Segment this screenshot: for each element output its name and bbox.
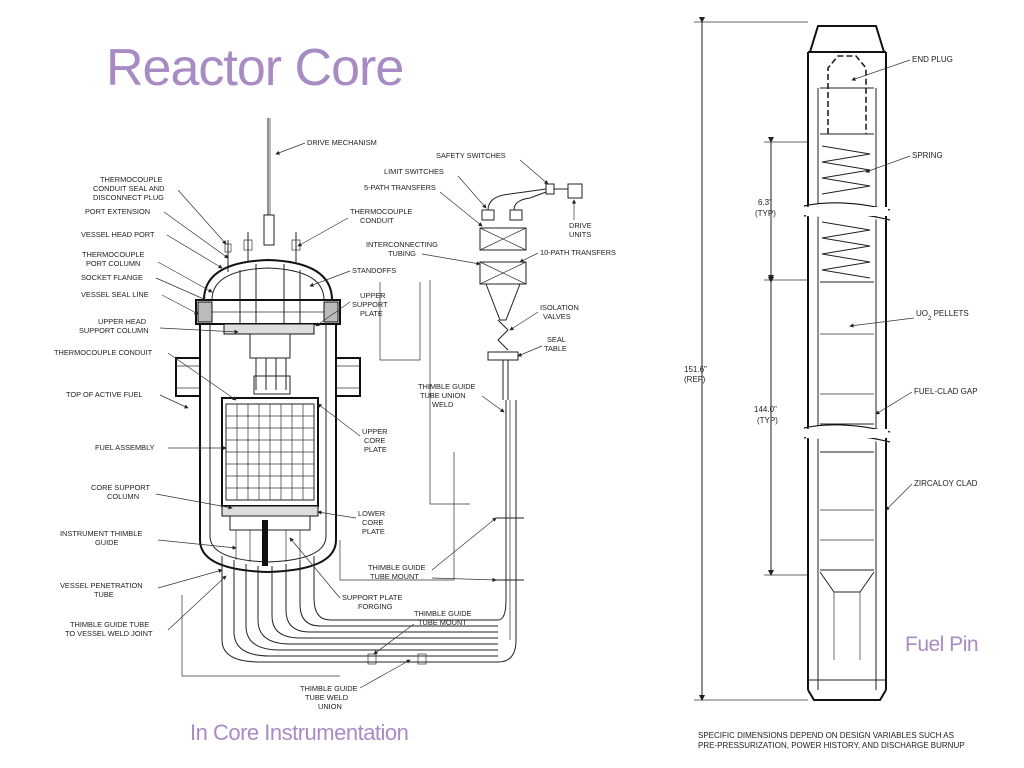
thimble-guide-tubes [221, 400, 524, 665]
label-upper-head-support-2: SUPPORT COLUMN [79, 326, 149, 335]
label-socket-flange: SOCKET FLANGE [81, 273, 143, 282]
pin-note-line-1: SPECIFIC DIMENSIONS DEPEND ON DESIGN VAR… [698, 731, 954, 740]
label-upper-core-plate-2: CORE [364, 436, 385, 445]
label-tgt-weld-union-2: TUBE WELD [305, 693, 348, 702]
label-tgt-mount-low: THIMBLE GUIDE [414, 609, 472, 618]
label-upper-support-plate: UPPER [360, 291, 385, 300]
label-tc-seal-2: CONDUIT SEAL AND [93, 184, 164, 193]
label-instrument-thimble-2: GUIDE [95, 538, 118, 547]
label-core-support-2: COLUMN [107, 492, 139, 501]
label-end-plug: END PLUG [912, 55, 953, 64]
transfer-system [479, 183, 583, 400]
label-tc-conduit-left: THERMOCOUPLE CONDUIT [54, 348, 153, 357]
label-dim-total-2: (REF) [684, 375, 706, 384]
label-seal-table: SEAL [547, 335, 566, 344]
caption-fuel-pin: Fuel Pin [905, 633, 979, 656]
label-isolation-valves-2: VALVES [543, 312, 571, 321]
label-lower-core-plate-3: PLATE [362, 527, 385, 536]
label-5-path-transfers: 5-PATH TRANSFERS [364, 183, 436, 192]
label-dim-fuel: 144.0" [754, 405, 777, 414]
label-limit-switches: LIMIT SWITCHES [384, 167, 444, 176]
label-support-plate-forging: SUPPORT PLATE [342, 593, 402, 602]
label-tc-port-column: THERMOCOUPLE [82, 250, 144, 259]
label-safety-switches: SAFETY SWITCHES [436, 151, 506, 160]
label-upper-head-support: UPPER HEAD [98, 317, 146, 326]
label-tgt-weld-union: THIMBLE GUIDE [300, 684, 358, 693]
label-drive-units: DRIVE [569, 221, 592, 230]
label-isolation-valves: ISOLATION [540, 303, 579, 312]
label-vessel-head-port: VESSEL HEAD PORT [81, 230, 155, 239]
label-spring: SPRING [912, 151, 943, 160]
label-tgt-union-weld-2: TUBE UNION [420, 391, 466, 400]
label-support-plate-forging-2: FORGING [358, 602, 393, 611]
label-drive-mechanism: DRIVE MECHANISM [307, 138, 377, 147]
label-top-active-fuel: TOP OF ACTIVE FUEL [66, 390, 143, 399]
label-upper-core-plate-3: PLATE [364, 445, 387, 454]
label-fuel-clad-gap: FUEL-CLAD GAP [914, 387, 978, 396]
label-core-support: CORE SUPPORT [91, 483, 150, 492]
caption-in-core-instrumentation: In Core Instrumentation [190, 720, 409, 745]
label-thimble-weld-2: TO VESSEL WELD JOINT [65, 629, 153, 638]
label-seal-table-2: TABLE [544, 344, 567, 353]
label-upper-support-plate-3: PLATE [360, 309, 383, 318]
label-dim-spring-2: (TYP) [755, 209, 776, 218]
slide-title: Reactor Core [106, 39, 404, 97]
label-tc-conduit-top-2: CONDUIT [360, 216, 394, 225]
label-dim-spring: 6.3" [758, 198, 772, 207]
label-fuel-assembly: FUEL ASSEMBLY [95, 443, 155, 452]
label-tc-seal-3: DISCONNECT PLUG [93, 193, 164, 202]
label-vessel-seal-line: VESSEL SEAL LINE [81, 290, 149, 299]
label-10-path-transfers: 10-PATH TRANSFERS [540, 248, 616, 257]
label-tgt-weld-union-3: UNION [318, 702, 342, 711]
label-tc-seal: THERMOCOUPLE [100, 175, 162, 184]
label-drive-units-2: UNITS [569, 230, 591, 239]
label-dim-fuel-2: (TYP) [757, 416, 778, 425]
label-lower-core-plate: LOWER [358, 509, 385, 518]
fuel-pin: END PLUG SPRING UO2 PELLETS FUEL-CLAD GA… [684, 17, 978, 750]
label-tc-port-column-2: PORT COLUMN [86, 259, 140, 268]
label-lower-core-plate-2: CORE [362, 518, 383, 527]
label-port-extension: PORT EXTENSION [85, 207, 150, 216]
label-tgt-union-weld-3: WELD [432, 400, 453, 409]
label-tgt-union-weld: THIMBLE GUIDE [418, 382, 476, 391]
label-standoffs: STANDOFFS [352, 266, 396, 275]
label-vessel-penetration-2: TUBE [94, 590, 114, 599]
label-dim-total: 151.6" [684, 365, 707, 374]
pin-note-line-2: PRE-PRESSURIZATION, POWER HISTORY, AND D… [698, 741, 965, 750]
label-tgt-mount: THIMBLE GUIDE [368, 563, 426, 572]
label-tgt-mount-low-2: TUBE MOUNT [418, 618, 467, 627]
label-thimble-weld: THIMBLE GUIDE TUBE [70, 620, 149, 629]
label-instrument-thimble: INSTRUMENT THIMBLE [60, 529, 142, 538]
label-zircaloy-clad: ZIRCALOY CLAD [914, 479, 978, 488]
fuel-assembly-grid [226, 404, 314, 500]
label-tgt-mount-2: TUBE MOUNT [370, 572, 419, 581]
label-upper-support-plate-2: SUPPORT [352, 300, 388, 309]
label-uo2-pellets: UO2 PELLETS [916, 309, 969, 322]
label-vessel-penetration: VESSEL PENETRATION [60, 581, 143, 590]
core-labels: DRIVE MECHANISM THERMOCOUPLE CONDUIT SEA… [54, 138, 616, 711]
label-interconnecting-tubing-2: TUBING [388, 249, 416, 258]
label-upper-core-plate: UPPER [362, 427, 387, 436]
label-tc-conduit-top: THERMOCOUPLE [350, 207, 412, 216]
label-interconnecting-tubing: INTERCONNECTING [366, 240, 438, 249]
